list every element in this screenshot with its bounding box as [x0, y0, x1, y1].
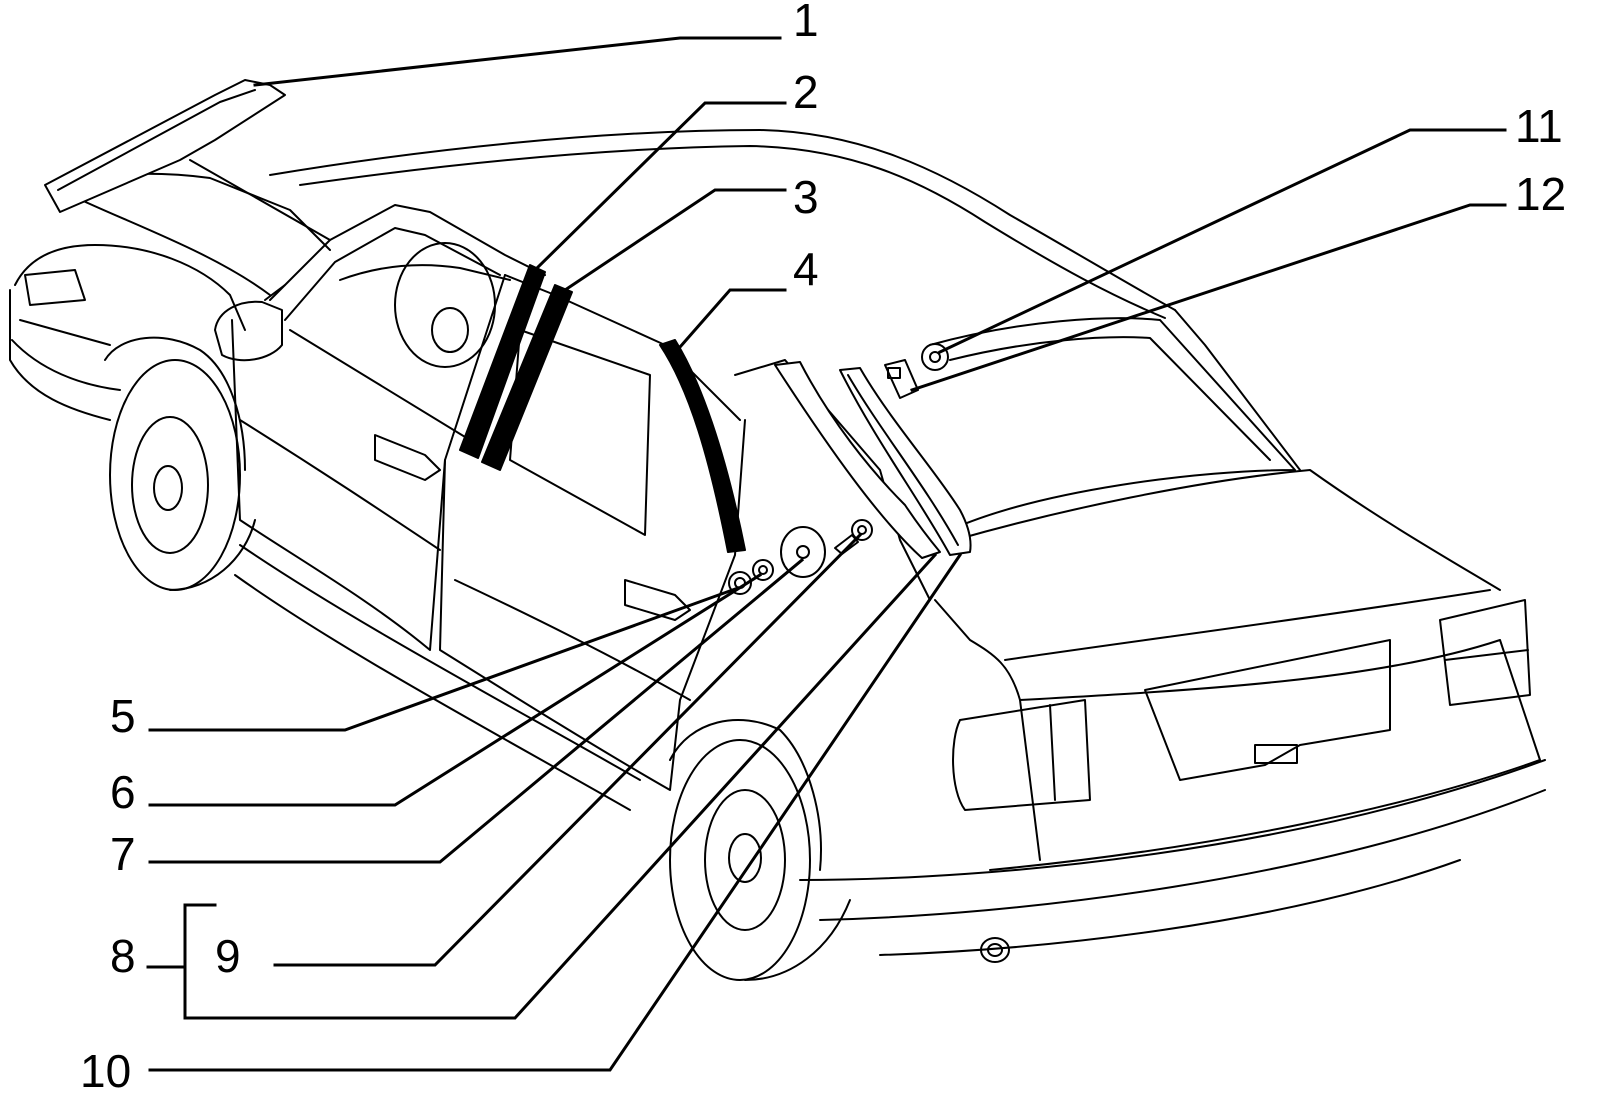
part-2-pillar-strip[interactable] — [459, 264, 546, 459]
front-door-outline — [231, 274, 506, 651]
leader-10 — [148, 552, 963, 1072]
leader-2 — [532, 101, 787, 273]
side-sill-lower — [234, 574, 631, 811]
callout-8: 8 — [110, 930, 136, 982]
part-1-drop-line — [189, 159, 331, 241]
taillight-right — [1439, 599, 1531, 706]
front-fender — [14, 244, 246, 331]
steering-hub — [431, 307, 469, 353]
license-plate-recess — [1144, 639, 1391, 781]
leader-5 — [148, 586, 740, 732]
mirror-arm — [264, 284, 286, 301]
windshield-inner — [284, 227, 501, 321]
roof-outline — [269, 129, 1176, 311]
callout-6: 6 — [110, 766, 136, 818]
leader-3 — [562, 188, 787, 293]
c-pillar — [1174, 309, 1301, 471]
windshield-frame — [269, 204, 546, 301]
steering-wheel — [394, 242, 496, 368]
part-10-channel-outer[interactable] — [774, 361, 941, 559]
side-sill — [239, 544, 641, 781]
callout-1: 1 — [793, 0, 819, 46]
front-tire-tread — [169, 519, 256, 591]
callout-labels: 1 2 3 4 5 6 7 8 9 10 11 12 — [80, 0, 1566, 1093]
rear-wheel-outer — [669, 739, 811, 981]
side-mirror — [214, 300, 283, 362]
part-1-windshield-seal[interactable] — [44, 79, 286, 213]
leader-12 — [910, 203, 1507, 392]
part-11-fastener-hole — [929, 351, 941, 363]
callout-4: 4 — [793, 243, 819, 295]
part-4-rear-seal[interactable] — [659, 339, 746, 553]
part-11-fastener[interactable] — [921, 343, 949, 371]
part-12-clip[interactable] — [884, 359, 919, 399]
callout-7: 7 — [110, 828, 136, 880]
front-nose — [9, 289, 111, 421]
rear-tire-tread — [744, 899, 851, 981]
part-8-screw-body — [834, 534, 859, 555]
leader-8-bracket — [183, 552, 938, 1020]
exhaust-pipe-inner — [987, 943, 1003, 957]
callout-11: 11 — [1515, 100, 1563, 152]
rear-bumper-bottom — [879, 859, 1461, 956]
rear-glass — [929, 317, 1296, 531]
parts-group — [44, 79, 972, 595]
leader-9 — [273, 532, 863, 967]
front-wheel-outer — [109, 359, 241, 591]
part-1-seal-inner — [57, 89, 256, 191]
hood-line — [59, 189, 271, 296]
front-door-handle — [374, 434, 441, 481]
trunk-lock — [1254, 744, 1298, 764]
rear-door-handle — [624, 579, 691, 621]
rear-body-side — [934, 599, 1041, 861]
part-9-channel-detail — [847, 374, 959, 546]
callout-2: 2 — [793, 66, 819, 118]
part-7-grommet[interactable] — [780, 526, 826, 578]
rear-fascia — [989, 639, 1541, 871]
leader-11 — [938, 128, 1507, 354]
front-bumper — [11, 339, 121, 391]
leader-1 — [253, 36, 782, 87]
taillight-left — [952, 699, 1091, 811]
front-hubcap — [153, 465, 183, 511]
rear-door-lower-trim — [454, 579, 691, 701]
trunk-edge — [1004, 589, 1491, 661]
taillight-right-split — [1444, 649, 1529, 661]
rear-wheel-arch — [669, 719, 822, 871]
front-door-lower-trim — [239, 419, 441, 551]
rear-door-outline — [439, 419, 746, 791]
callout-12: 12 — [1515, 168, 1566, 220]
exhaust-pipe — [980, 937, 1010, 963]
leader-4 — [670, 288, 787, 358]
rear-hubcap — [728, 833, 762, 883]
rear-quarter — [734, 359, 931, 601]
taillight-left-split — [1049, 704, 1056, 801]
callout-10: 10 — [80, 1045, 131, 1093]
front-grille-line — [19, 319, 111, 346]
callout-5: 5 — [110, 690, 136, 742]
trunk-lid — [954, 469, 1501, 591]
front-wheel-inner — [131, 416, 209, 554]
rear-glass-inner — [949, 336, 1271, 461]
callout-3: 3 — [793, 171, 819, 223]
rear-wheel-inner — [704, 789, 786, 931]
roof-inner-line — [299, 145, 1166, 319]
part-12-clip-detail — [887, 367, 901, 379]
headlight — [24, 269, 86, 306]
front-door-beltline — [289, 329, 471, 441]
leader-6 — [148, 572, 763, 807]
leader-lines — [146, 36, 1507, 1072]
part-7-grommet-hole — [796, 545, 810, 559]
rear-bumper-lower — [819, 789, 1546, 921]
rear-bumper — [799, 759, 1546, 881]
front-wheel-arch — [104, 336, 246, 471]
part-6-washer-inner — [758, 565, 768, 575]
leader-7 — [148, 557, 805, 864]
part-8-screw-inner — [857, 525, 867, 535]
dashboard — [339, 264, 511, 281]
callout-9: 9 — [215, 930, 241, 982]
part-8-screw-head[interactable] — [851, 519, 873, 541]
